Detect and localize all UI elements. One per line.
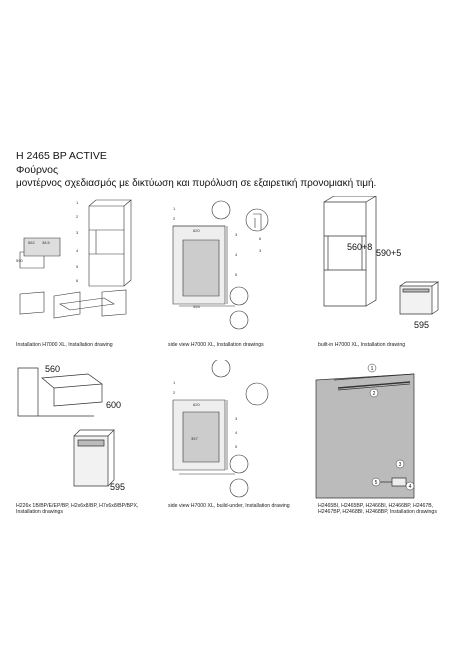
dim-label: 560+8 [347,242,373,252]
caption-line: H2467BP, H2468BI, H2468BP, Installation … [318,509,437,516]
callout-number: 4 [409,484,412,490]
callout: 5 [76,264,79,269]
callout-number: 1 [371,366,374,372]
dim-label: 595 [414,320,430,330]
built-in-panel: 560+8 590+5 595 [314,196,454,336]
dim-label: 5 [235,272,238,277]
dim-label: 2 [173,390,176,395]
dim-label: 620 [193,228,200,233]
dim-label: 6 [259,236,262,241]
product-description: μοντέρνος σχεδιασμός με δικτύωση και πυρ… [16,178,377,189]
dim-label: 357 [191,436,198,441]
callout-number: 3 [399,462,402,468]
dim-label: 600 [106,400,122,410]
dim-label: 4 [235,252,238,257]
callout-number: 2 [373,391,376,397]
dim-label: 5 [235,444,238,449]
dim-label: 555 [193,304,200,309]
installation-drawing-panel: 560 600 595 [14,360,154,500]
dim-label: 4 [235,430,238,435]
dim-label: 560 [45,364,61,374]
product-type: Φούρνος [16,164,59,176]
caption: H226x 1B/BP/E/EP/BP, H2x6x8/BP, H7x6x8/B… [16,503,166,516]
dim-label: 1 [173,206,176,211]
callout-number: 5 [375,480,378,486]
dim-label: 3 [259,248,262,253]
dim-label: 562 [28,240,35,245]
caption: side view H7000 XL, Installation drawing… [168,342,264,348]
dim-label: 590+5 [376,248,402,258]
caption-line: Installation drawings [16,509,64,516]
caption: built-in H7000 XL, Installation drawing [318,342,406,348]
callout: 4 [76,248,79,253]
dim-label: 620 [193,402,200,407]
dim-label: 2 [173,216,176,221]
dim-label: 3 [235,416,238,421]
front-view-panel: 1 2 3 4 5 [314,360,454,500]
caption: Installation H7000 XL, Installation draw… [16,342,113,348]
dim-label: 1 [173,380,176,385]
dim-label: 38.5 [42,240,51,245]
caption-line: H2465BI, H2465BP, H2466BI, H2466BP, H246… [318,503,434,509]
dim-label: 595 [110,482,126,492]
callout: 6 [76,278,79,283]
dim-label: 3 [235,232,238,237]
product-model: H 2465 BP ACTIVE [16,150,107,162]
callout: 1 [76,200,79,205]
caption: side view H7000 XL, build-under, Install… [168,503,290,509]
caption-line: H226x 1B/BP/E/EP/BP, H2x6x8/BP, H7x6x8/B… [16,503,139,509]
caption: H2465BI, H2465BP, H2466BI, H2466BP, H246… [318,503,468,516]
callout: 3 [76,230,79,235]
dim-label: 590 [16,258,23,263]
side-view-panel: 620 357 1 2 3 4 5 [165,360,305,500]
side-view-panel: 620 555 1 2 3 4 5 6 3 [165,196,305,336]
callout: 2 [76,214,79,219]
installation-drawing-panel: 562 38.5 590 1 2 3 4 5 6 [14,196,154,336]
